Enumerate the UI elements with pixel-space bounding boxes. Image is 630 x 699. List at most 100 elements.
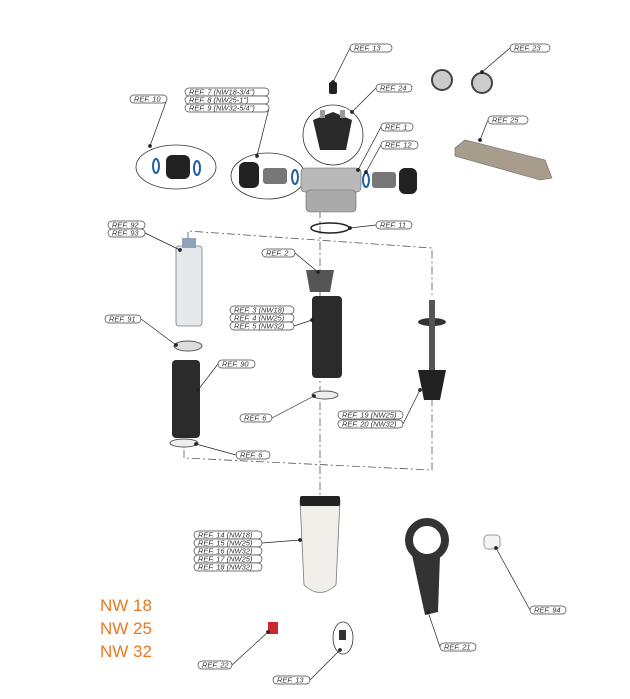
leader-arrowhead (312, 394, 316, 398)
ref-label: REF. 2 (261, 248, 296, 258)
ref-label: REF. 6 (235, 450, 271, 460)
ref-label-frame (229, 321, 295, 331)
ref-label-frame (375, 83, 413, 93)
leader-line (256, 107, 270, 157)
leader-arrowhead (316, 270, 320, 274)
ref-label: REF. 14 (NW18) (193, 530, 263, 540)
leader-line (294, 252, 319, 273)
ref-label-text: REF. 18 (NW32) (198, 563, 253, 572)
ref-label-frame (380, 140, 419, 150)
ref-label-frame (487, 115, 529, 125)
leader-line (495, 547, 531, 611)
leader-arrowhead (338, 648, 342, 652)
ref-label-frame (193, 562, 263, 572)
ref-label-frame (235, 450, 271, 460)
leader-line (231, 631, 269, 666)
leader-line (365, 144, 382, 173)
leader-line (351, 87, 377, 113)
ref-label: REF. 9 (NW32-5/4") (184, 103, 270, 113)
ref-label: REF. 22 (197, 660, 233, 670)
ref-label-text: REF. 6 (240, 451, 263, 460)
leader-line (481, 47, 511, 73)
size-label-nw25: NW 25 (100, 619, 152, 638)
ref-label-text: REF. 10 (134, 95, 161, 104)
ref-label-text: REF. 14 (NW18) (198, 531, 253, 540)
leader-lines (140, 47, 531, 681)
ref-label-frame (261, 248, 296, 258)
ref-label-frame (217, 359, 256, 369)
leader-arrowhead (196, 388, 200, 392)
leader-arrowhead (255, 154, 259, 158)
ref-label-text: REF. 2 (266, 249, 289, 258)
leader-arrowhead (266, 630, 270, 634)
ref-label-frame (349, 43, 393, 53)
ref-label: REF. 13 (349, 43, 393, 53)
leader-line (357, 126, 382, 171)
leader-line (140, 318, 177, 346)
ref-label-text: REF. 11 (380, 221, 406, 230)
leader-line (195, 443, 237, 456)
ref-label-text: REF. 3 (NW18) (234, 306, 285, 315)
ref-label: REF. 20 (NW32) (337, 419, 404, 429)
ref-label-frame (380, 122, 414, 132)
ref-label-text: REF. 20 (NW32) (342, 420, 397, 429)
parts (152, 69, 553, 640)
ref-label: REF. 93 (107, 228, 146, 238)
leader-line (149, 98, 168, 147)
ref-label-text: REF. 94 (534, 606, 561, 615)
ref-label: REF. 19 (NW25) (337, 410, 404, 420)
ref-label-text: REF. 1 (385, 123, 407, 132)
ref-label: REF. 13 (272, 675, 311, 685)
assembly-center-lines (183, 210, 433, 500)
ref-label: REF. 94 (529, 605, 567, 615)
leader-line (261, 539, 301, 544)
ref-label-text: REF. 93 (112, 229, 139, 238)
ref-label-text: REF. 22 (202, 661, 229, 670)
leader-arrowhead (310, 318, 314, 322)
leader-arrowhead (350, 110, 354, 114)
ref-label-text: REF. 9 (NW32-5/4") (189, 104, 255, 113)
leader-line (479, 119, 489, 141)
ref-label: REF. 6 (239, 413, 273, 423)
ref-label: REF. 91 (104, 314, 142, 324)
ref-label: REF. 5 (NW32) (229, 321, 295, 331)
ref-label-text: REF. 6 (244, 414, 267, 423)
ref-label-frame (337, 410, 404, 420)
ref-label-frame (104, 314, 142, 324)
ref-label: REF. 12 (380, 140, 419, 150)
leader-line (309, 649, 341, 681)
ref-label-text: REF. 7 (NW18-3/4") (189, 88, 255, 97)
ref-label-text: REF. 8 (NW25-1") (189, 96, 249, 105)
ref-label-text: REF. 21 (444, 643, 471, 652)
ref-label-frame (197, 660, 233, 670)
leader-arrowhead (364, 170, 368, 174)
leader-arrowhead (178, 248, 182, 252)
leader-arrowhead (331, 80, 335, 84)
leader-line (197, 363, 219, 391)
size-label-nw32: NW 32 (100, 642, 152, 661)
ref-label: REF. 25 (487, 115, 529, 125)
leader-arrowhead (194, 442, 198, 446)
ref-label: REF. 3 (NW18) (229, 305, 295, 315)
leader-arrowhead (418, 388, 422, 392)
ref-label-text: REF. 17 (NW25) (198, 555, 253, 564)
ref-label: REF. 90 (217, 359, 256, 369)
ref-label: REF. 21 (439, 642, 477, 652)
ref-label-text: REF. 19 (NW25) (342, 411, 397, 420)
leader-arrowhead (356, 168, 360, 172)
leader-line (402, 389, 421, 425)
ref-label: REF. 24 (375, 83, 413, 93)
size-label-nw18: NW 18 (100, 596, 152, 615)
ref-label-text: REF. 92 (112, 221, 139, 230)
ref-label-frame (184, 103, 270, 113)
leader-arrowhead (298, 538, 302, 542)
leader-line (144, 232, 181, 251)
ref-label-text: REF. 91 (109, 315, 136, 324)
ref-label-text: REF. 90 (222, 360, 249, 369)
ref-label: REF. 7 (NW18-3/4") (184, 87, 270, 97)
ref-label-text: REF. 12 (385, 141, 412, 150)
leader-arrowhead (426, 610, 430, 614)
